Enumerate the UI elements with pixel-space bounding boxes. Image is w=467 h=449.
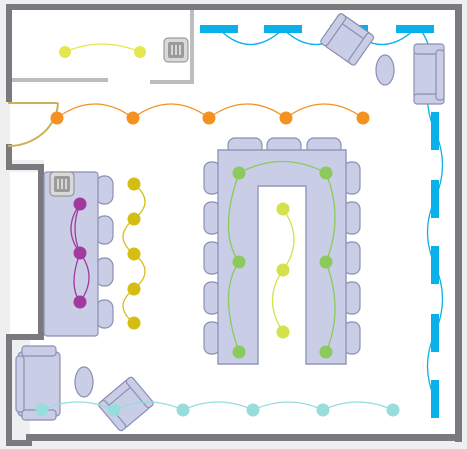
- light-fixture[interactable]: [134, 46, 146, 58]
- light-fixture[interactable]: [356, 111, 370, 125]
- light-fixture[interactable]: [126, 111, 140, 125]
- light-fixture[interactable]: [176, 403, 190, 417]
- recess-wall-side: [38, 164, 44, 340]
- light-fixture[interactable]: [50, 111, 64, 125]
- light-fixture[interactable]: [127, 177, 141, 191]
- light-fixture[interactable]: [127, 247, 141, 261]
- light-fixture[interactable]: [246, 403, 260, 417]
- door-swing: [7, 102, 59, 148]
- closet-wall-bottom: [12, 78, 108, 82]
- side-table-bottom: [74, 366, 94, 398]
- left-wall-lower: [6, 334, 12, 446]
- light-fixtures: [35, 46, 400, 417]
- right-wall: [455, 4, 462, 442]
- left-wall-mid: [6, 144, 12, 168]
- switch-panel-icon: [49, 171, 75, 197]
- light-fixture[interactable]: [232, 255, 246, 269]
- light-fixture[interactable]: [202, 111, 216, 125]
- bottom-wall: [26, 434, 462, 441]
- lounge-chair-back: [435, 49, 445, 101]
- conference-table-group: [203, 137, 361, 365]
- light-fixture[interactable]: [279, 111, 293, 125]
- wire-window-right: [426, 63, 444, 400]
- side-table-top: [375, 54, 395, 86]
- lounge-chair-arm: [21, 345, 57, 357]
- wire-green: [227, 160, 336, 353]
- walls: [6, 4, 462, 446]
- entry-door[interactable]: [7, 102, 59, 148]
- bottom-left-wall: [6, 440, 32, 446]
- light-fixture[interactable]: [127, 212, 141, 226]
- lounge-chair-back: [15, 355, 25, 413]
- light-fixture[interactable]: [73, 197, 87, 211]
- side-desk: [43, 171, 99, 337]
- light-fixture[interactable]: [73, 295, 87, 309]
- closet-wall-right: [190, 10, 194, 84]
- top-wall: [6, 4, 462, 10]
- wire-teal: [41, 401, 394, 411]
- light-fixture[interactable]: [127, 316, 141, 330]
- light-fixture[interactable]: [107, 403, 121, 417]
- light-fixture[interactable]: [276, 202, 290, 216]
- recess-wall-top: [6, 164, 44, 170]
- light-fixture[interactable]: [276, 325, 290, 339]
- light-fixture[interactable]: [232, 166, 246, 180]
- light-fixture[interactable]: [59, 46, 71, 58]
- switch-panel-icon: [163, 37, 189, 63]
- wire-closet: [64, 43, 141, 53]
- lounge-chair-arm: [320, 13, 347, 47]
- lounge-chair-right: [413, 43, 445, 105]
- light-fixture[interactable]: [386, 403, 400, 417]
- light-fixture[interactable]: [319, 166, 333, 180]
- closet-wall-stub: [150, 80, 194, 84]
- light-fixture[interactable]: [127, 282, 141, 296]
- conference-table-top: [217, 149, 347, 365]
- lounge-chair-bottom-left: [15, 345, 61, 421]
- light-fixture[interactable]: [73, 246, 87, 260]
- light-fixture[interactable]: [35, 403, 49, 417]
- light-fixture[interactable]: [319, 255, 333, 269]
- left-wall-upper: [6, 4, 12, 102]
- lounge-chair-arm: [348, 32, 375, 66]
- recess-wall-bottom: [6, 334, 44, 340]
- lounge-chair-arm: [125, 376, 154, 409]
- light-fixture[interactable]: [276, 263, 290, 277]
- light-fixture[interactable]: [232, 345, 246, 359]
- light-fixture[interactable]: [316, 403, 330, 417]
- light-fixture[interactable]: [319, 345, 333, 359]
- lounge-chair-top: [320, 13, 375, 66]
